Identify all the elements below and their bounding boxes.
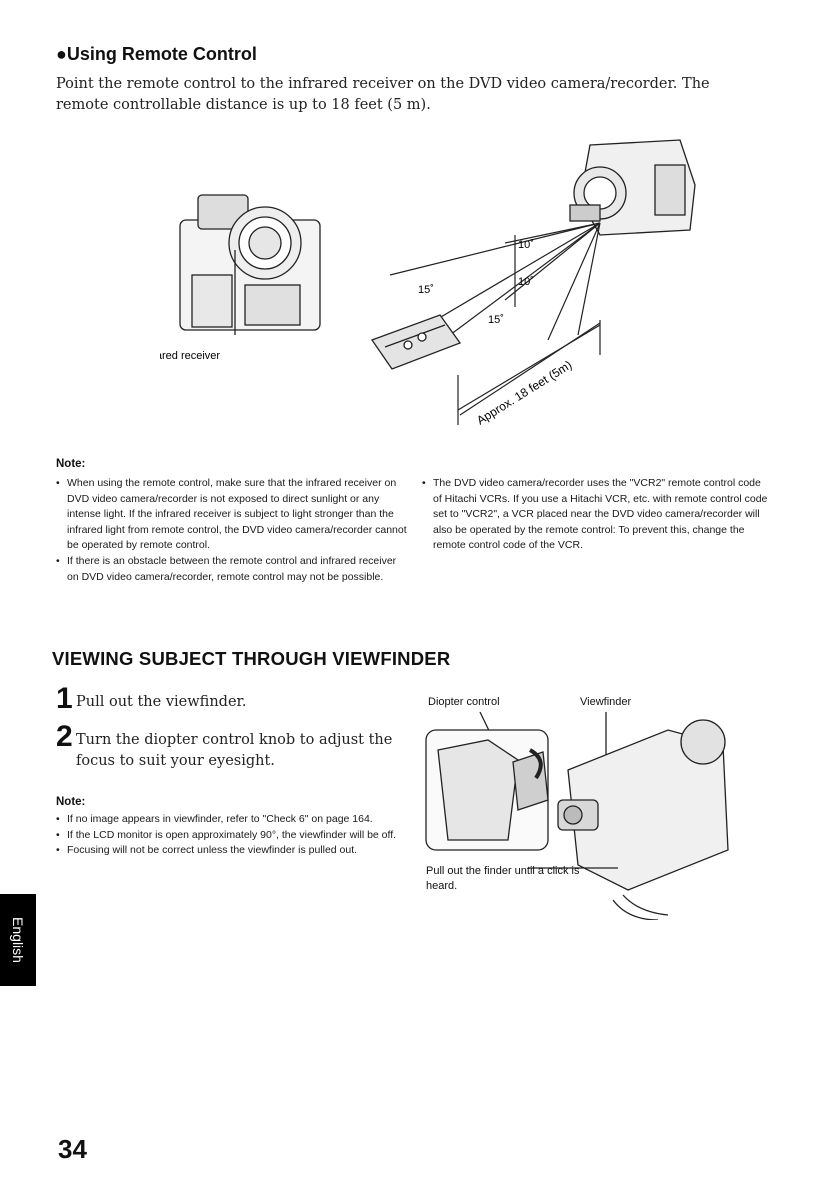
step-number: 2: [56, 720, 73, 753]
infrared-receiver-label: Infrared receiver: [160, 350, 220, 362]
viewfinder-note-lcd: If the LCD monitor is open approximately…: [56, 828, 406, 844]
viewfinder-note-no-image: If no image appears in viewfinder, refer…: [56, 812, 406, 828]
camcorder-side-drawing: [179, 194, 321, 335]
viewfinder-heading: VIEWING SUBJECT THROUGH VIEWFINDER: [52, 648, 451, 669]
angle-label-top-2: 10˚: [518, 276, 534, 288]
language-tab-label: English: [10, 917, 26, 963]
remote-control-intro: Point the remote control to the infrared…: [56, 76, 710, 113]
remote-note-heading: Note:: [56, 458, 86, 470]
angle-label-left-2: 15˚: [488, 314, 504, 326]
step-text: Pull out the viewfinder.: [76, 694, 247, 710]
remote-notes-left: When using the remote control, make sure…: [56, 476, 408, 585]
step-number: 1: [56, 682, 73, 715]
viewfinder-drawing: [425, 711, 729, 921]
viewfinder-note-heading: Note:: [56, 796, 86, 808]
remote-note-obstacle: If there is an obstacle between the remo…: [56, 554, 408, 585]
page-number: 34: [58, 1134, 87, 1164]
viewfinder-figure: [418, 690, 758, 921]
viewfinder-note-focus: Focusing will not be correct unless the …: [56, 843, 406, 859]
remote-note-sunlight: When using the remote control, make sure…: [56, 476, 408, 554]
angle-label-top-1: 10˚: [518, 239, 534, 251]
remote-control-drawing: [370, 314, 462, 370]
distance-label: Approx. 18 feet (5m): [474, 358, 574, 428]
viewfinder-caption: Pull out the finder until a click is hea…: [426, 865, 580, 892]
infrared-beam-lines: [384, 222, 601, 425]
camcorder-angled-drawing: [569, 139, 696, 236]
step-text: Turn the diopter control knob to adjust …: [76, 732, 393, 769]
angle-label-left-1: 15˚: [418, 284, 434, 296]
remote-control-figure: 10˚ 10˚ 15˚ 15˚ Approx. 18 feet (5m) Inf…: [140, 125, 720, 455]
diopter-control-label: Diopter control: [428, 696, 500, 708]
remote-note-vcr-code: The DVD video camera/recorder uses the "…: [422, 476, 772, 554]
remote-control-heading: ●Using Remote Control: [56, 44, 257, 64]
remote-notes-right: The DVD video camera/recorder uses the "…: [422, 476, 772, 554]
remote-range-diagram: 10˚ 10˚ 15˚ 15˚ Approx. 18 feet (5m) Inf…: [140, 139, 696, 428]
viewfinder-label: Viewfinder: [580, 696, 632, 708]
viewfinder-notes: If no image appears in viewfinder, refer…: [56, 812, 406, 859]
language-tab: English: [0, 894, 36, 986]
